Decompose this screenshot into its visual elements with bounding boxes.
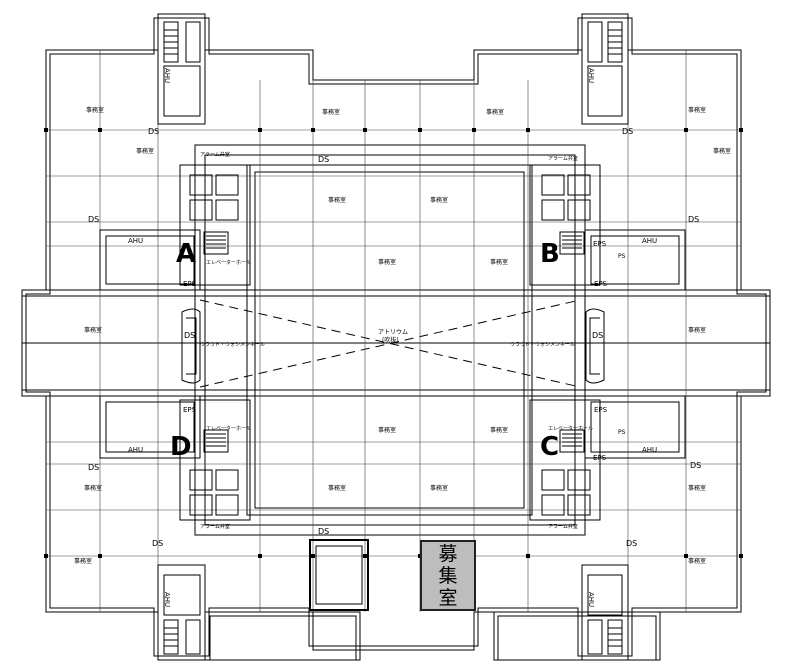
ahu-label: AHU xyxy=(128,237,143,245)
eps-label: EPS xyxy=(593,240,607,248)
eps-label: EPS xyxy=(594,280,608,288)
ahu-label: AHU xyxy=(587,592,595,607)
ds-label: DS xyxy=(690,461,701,470)
atrium-label: アトリウム xyxy=(378,328,408,336)
vacancy-char-1: 募 xyxy=(438,542,458,565)
ds-label: DS xyxy=(184,331,195,340)
stair-tower-top-left xyxy=(157,13,206,125)
ahu-label: AHU xyxy=(642,446,657,454)
office-label: 事務室 xyxy=(713,147,731,155)
alarm-valve-label: アラーム弁室 xyxy=(200,523,230,530)
office-label: 事務室 xyxy=(84,484,102,492)
ps-label: PS xyxy=(618,253,626,260)
core-label-d: D xyxy=(170,432,192,462)
eps-label: EPS xyxy=(183,280,197,288)
office-label: 事務室 xyxy=(378,258,396,266)
eps-label: EPS xyxy=(594,406,608,414)
corridor-label: ウラウド・ウォシメンネール xyxy=(200,341,265,348)
ahu-label: AHU xyxy=(587,68,595,83)
vacancy-char-3: 室 xyxy=(438,586,458,609)
office-label: 事務室 xyxy=(322,108,340,116)
ahu-label: AHU xyxy=(128,446,143,454)
core-b xyxy=(529,164,601,286)
office-label: 事務室 xyxy=(688,484,706,492)
elevator-hall-label: エレベーターホール xyxy=(206,259,251,266)
ds-label: DS xyxy=(88,215,99,224)
ds-label: DS xyxy=(152,539,163,548)
vacancy-room[interactable]: 募 集 室 xyxy=(420,540,476,611)
ds-label: DS xyxy=(592,331,603,340)
elevator-hall-label: エレベーターホール xyxy=(206,425,251,432)
office-label: 事務室 xyxy=(378,426,396,434)
atrium-sublabel: (吹抜) xyxy=(382,336,399,344)
core-label-a: A xyxy=(176,239,196,269)
ahu-label: AHU xyxy=(163,592,171,607)
office-label: 事務室 xyxy=(490,426,508,434)
office-label: 事務室 xyxy=(490,258,508,266)
ds-label: DS xyxy=(622,127,633,136)
stair-tower-bottom-left xyxy=(157,564,206,661)
ahu-label: AHU xyxy=(642,237,657,245)
corridor-label: ウラウド・ウォシメンネール xyxy=(510,341,575,348)
eps-label: EPS xyxy=(593,454,607,462)
office-label: 事務室 xyxy=(84,326,102,334)
eps-label: EPS xyxy=(183,406,197,414)
core-a xyxy=(179,164,251,286)
office-label: 事務室 xyxy=(328,196,346,204)
core-c xyxy=(529,399,601,521)
ds-label: DS xyxy=(626,539,637,548)
atrium-void-line xyxy=(199,299,581,388)
core-label-b: B xyxy=(540,239,560,269)
alarm-valve-label: アラーム弁室 xyxy=(548,523,578,530)
office-label: 事務室 xyxy=(688,326,706,334)
office-label: 事務室 xyxy=(136,147,154,155)
alarm-valve-label: アラーム弁室 xyxy=(200,151,230,158)
elevator-hall-label: エレベーターホール xyxy=(548,425,593,432)
office-label: 事務室 xyxy=(430,484,448,492)
ds-label: DS xyxy=(88,463,99,472)
ds-label: DS xyxy=(318,527,329,536)
ds-label: DS xyxy=(318,155,329,164)
office-label: 事務室 xyxy=(86,106,104,114)
office-label: 事務室 xyxy=(688,557,706,565)
atrium-ring xyxy=(194,144,586,536)
office-label: 事務室 xyxy=(74,557,92,565)
office-label: 事務室 xyxy=(486,108,504,116)
ds-label: DS xyxy=(148,127,159,136)
stair-tower-top-right xyxy=(581,13,629,125)
ahu-label: AHU xyxy=(163,68,171,83)
alarm-valve-label: アラーム弁室 xyxy=(548,155,578,162)
core-label-c: C xyxy=(540,432,559,462)
office-label: 事務室 xyxy=(688,106,706,114)
core-d xyxy=(179,399,251,521)
ps-label: PS xyxy=(618,429,626,436)
ds-label: DS xyxy=(688,215,699,224)
office-label: 事務室 xyxy=(328,484,346,492)
vacancy-char-2: 集 xyxy=(438,564,458,587)
office-label: 事務室 xyxy=(430,196,448,204)
